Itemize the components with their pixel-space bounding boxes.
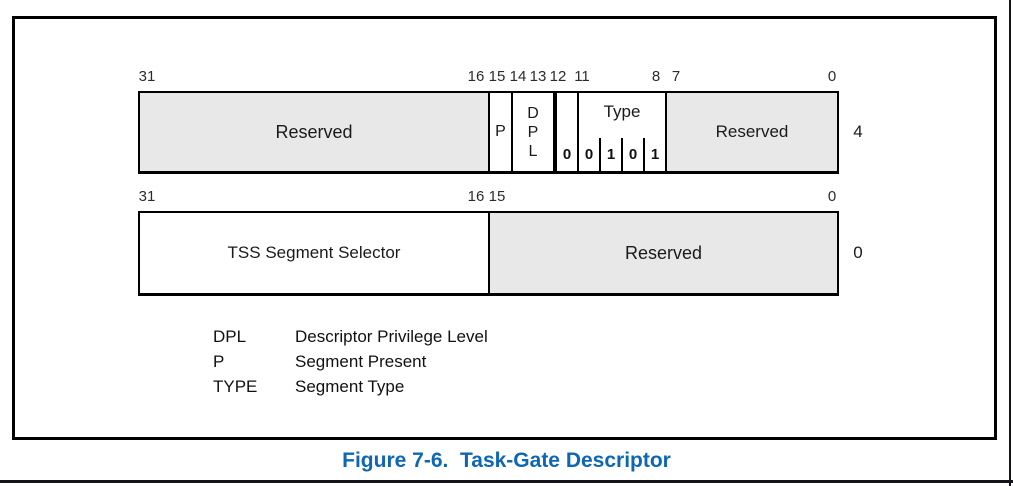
field-reserved-7-0: Reserved — [665, 93, 837, 171]
dpl-letter-l: L — [528, 142, 538, 160]
type-bit9-value: 0 — [621, 138, 643, 171]
field-reserved-15-0: Reserved — [488, 213, 837, 293]
field-reserved-31-16: Reserved — [140, 93, 488, 171]
type-bit-values: 0 1 0 1 — [579, 138, 665, 171]
dpl-stacked-label: D P L — [527, 104, 539, 161]
dpl-letter-d: D — [527, 104, 539, 122]
legend-definition: Segment Type — [295, 377, 405, 396]
byte-offset-0: 0 — [853, 243, 863, 262]
bit-label-14: 14 — [509, 68, 527, 85]
bit-label-0: 0 — [827, 188, 837, 205]
legend: DPL Descriptor Privilege Level P Segment… — [213, 324, 488, 399]
legend-row-dpl: DPL Descriptor Privilege Level — [213, 324, 488, 349]
field-type-bits11-8: Type 0 1 0 1 — [577, 93, 665, 171]
figure-caption: Figure 7-6. Task-Gate Descriptor — [342, 449, 671, 472]
field-tss-segment-selector: TSS Segment Selector — [140, 213, 488, 293]
field-bit12: 0 — [553, 93, 577, 171]
legend-definition: Segment Present — [295, 352, 427, 371]
bit-label-12: 12 — [549, 68, 567, 85]
legend-term: DPL — [213, 327, 247, 346]
type-bit11-value: 0 — [584, 146, 594, 163]
legend-row-p: P Segment Present — [213, 349, 488, 374]
legend-row-type: TYPE Segment Type — [213, 374, 488, 399]
bit-label-31: 31 — [138, 68, 156, 85]
bit-label-13: 13 — [529, 68, 547, 85]
field-label: P — [495, 123, 506, 140]
legend-term: P — [213, 352, 225, 371]
upper-dword-row: Reserved P D P L 0 Type 0 1 0 1 Reserved — [138, 91, 839, 174]
field-label: Reserved — [275, 121, 353, 142]
field-label: TSS Segment Selector — [227, 243, 401, 262]
legend-definition: Descriptor Privilege Level — [295, 327, 488, 346]
bit-label-16: 16 — [467, 68, 485, 85]
legend-term: TYPE — [213, 377, 258, 396]
bit-label-0: 0 — [827, 68, 837, 85]
field-label: Reserved — [624, 242, 703, 263]
bit-label-31: 31 — [138, 188, 156, 205]
bit-label-8: 8 — [651, 68, 661, 85]
page-right-rule — [1009, 0, 1011, 486]
bit-label-15: 15 — [488, 188, 506, 205]
bit12-value: 0 — [562, 146, 572, 163]
field-p-bit15: P — [488, 93, 511, 171]
bit-label-16: 16 — [467, 188, 485, 205]
bit-label-11: 11 — [574, 68, 590, 85]
field-dpl-bits14-13: D P L — [511, 93, 553, 171]
byte-offset-4: 4 — [853, 122, 863, 141]
bit-label-15: 15 — [488, 68, 506, 85]
dpl-letter-p: P — [527, 123, 539, 141]
bit-label-7: 7 — [671, 68, 681, 85]
type-bit8-value: 1 — [643, 138, 665, 171]
lower-dword-row: TSS Segment Selector Reserved — [138, 211, 839, 296]
type-label: Type — [603, 102, 641, 121]
page-bottom-rule — [0, 480, 1013, 483]
field-label: Reserved — [715, 122, 789, 141]
type-bit10-value: 1 — [599, 138, 621, 171]
